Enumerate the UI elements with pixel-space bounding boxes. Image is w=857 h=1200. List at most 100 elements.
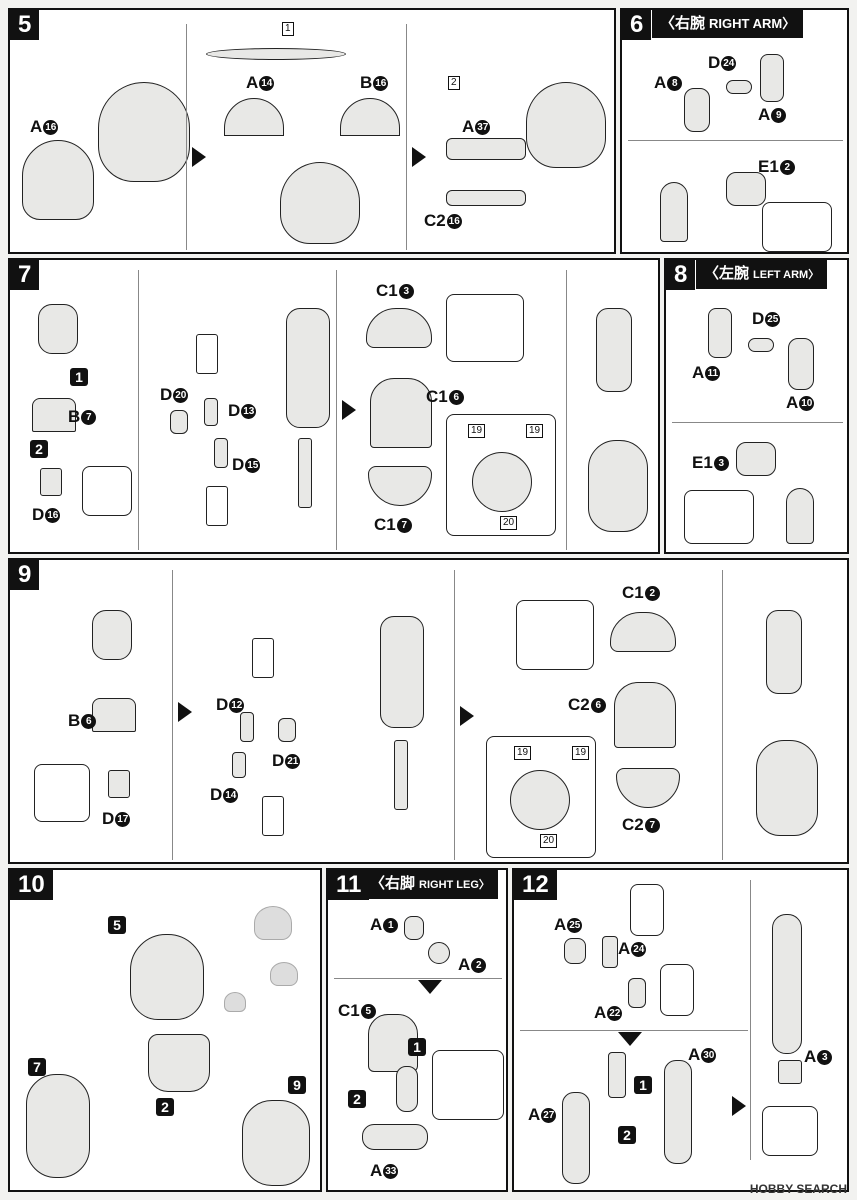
heart-decoration [224,992,246,1012]
detail-callout [660,964,694,1016]
flow-arrow [460,706,474,726]
leg-joint-a24 [602,936,618,968]
heart-decoration [270,962,298,986]
step-badge-2: 2 [30,440,48,458]
leg-joint-stack [608,1052,626,1098]
arm-assembled [660,182,688,242]
detail-callout [516,600,594,670]
step-number: 9 [10,560,40,590]
joint-part [214,438,228,468]
step-badge-1: 1 [70,368,88,386]
sole-a33 [362,1124,428,1150]
body-assembled [766,610,802,694]
step-10-panel: 10 5 7 2 9 [8,868,322,1192]
head-with-ears [526,82,606,168]
cuff-callout [684,490,754,544]
head-assembled [130,934,204,1020]
detail-callout [34,764,90,822]
step-number: 8 [666,260,696,290]
tag-20: 20 [540,834,558,848]
peg-d17 [108,770,130,798]
step-badge-2: 2 [348,1090,366,1108]
divider [628,140,843,141]
tag-1: 1 [282,22,294,36]
step-badge-1: 1 [408,1038,426,1056]
tag-19: 19 [468,424,486,438]
arm-part-a9 [760,54,784,102]
torso-upper [38,304,78,354]
detail-callout [262,796,284,836]
divider [750,880,751,1160]
torso-part [148,1034,210,1092]
joint-part [170,410,188,434]
joint-d24 [726,80,752,94]
joint-stack [394,740,408,810]
foot-a3 [778,1060,802,1084]
hand-part [736,442,776,476]
detail-callout [432,1050,504,1120]
base-c17 [368,466,432,506]
torso-assembled [380,616,424,728]
step-number: 6 [622,10,652,40]
base-bottom [510,770,570,830]
step-number: 7 [10,260,40,290]
leg-shell-a27 [562,1092,590,1184]
glasses-frame-part [446,190,526,206]
joint-part [240,712,254,742]
detail-callout [252,638,274,678]
detail-callout [196,334,218,374]
flow-arrow [418,980,442,994]
headband-part-a14 [224,98,284,136]
step-number: 10 [10,870,53,900]
divider [172,570,173,860]
head-assembled [280,162,360,244]
base-c27 [616,768,680,808]
flow-arrow [192,147,206,167]
arm-part-a11 [708,308,732,358]
joint-d25 [748,338,774,352]
right-arm-skirt [242,1100,310,1186]
step-badge-1: 1 [634,1076,652,1094]
leg-joint-a1 [404,916,424,940]
skirt-c26 [614,682,676,748]
leg-assembled [772,914,802,1054]
leg-joint-a22 [628,978,646,1008]
skirt-assembled [588,440,648,532]
skirt-b6 [92,698,136,732]
torso-assembled [286,308,330,428]
detail-callout [206,486,228,526]
joint-part [232,752,246,778]
divider [336,270,337,550]
badge-head: 5 [108,916,126,934]
badge-right-arm: 9 [288,1076,306,1094]
detail-callout [630,884,664,936]
